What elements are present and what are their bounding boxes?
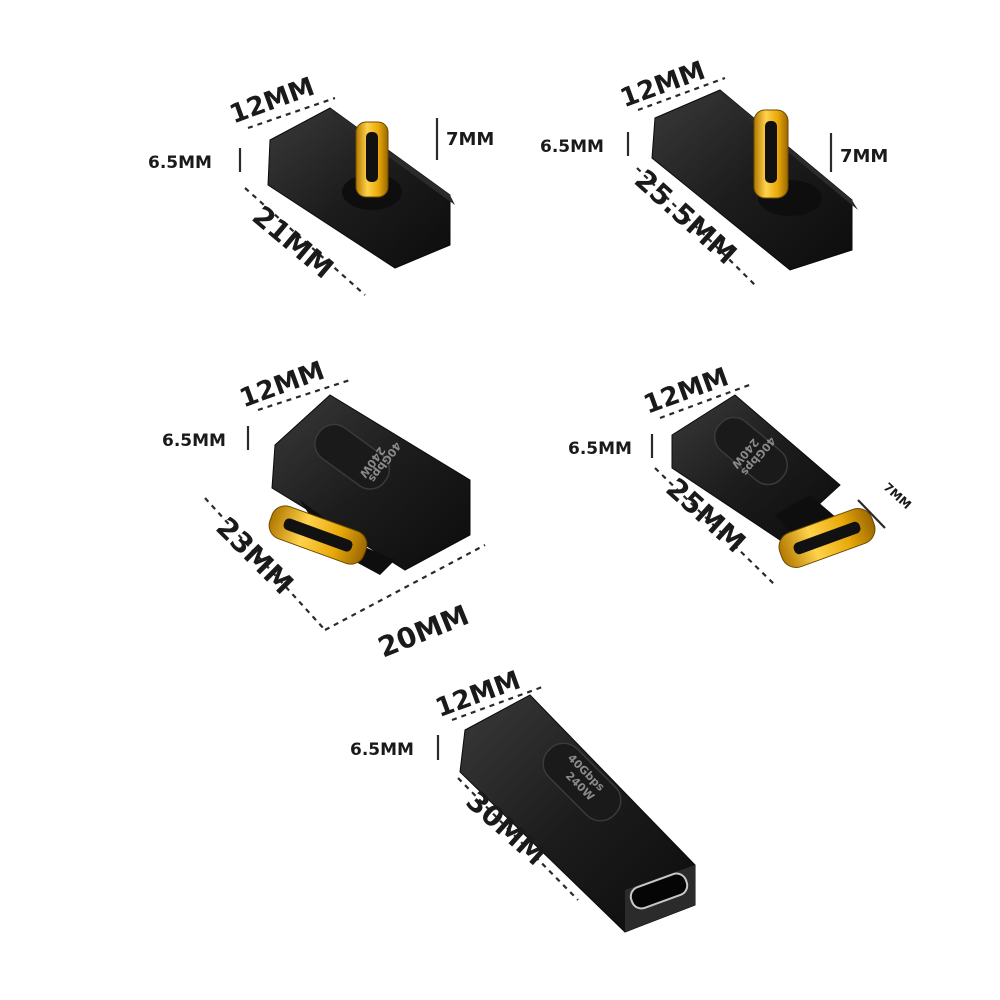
a3-height: 6.5MM: [162, 431, 226, 451]
a2-height: 6.5MM: [540, 137, 604, 157]
adapter-1: [267, 107, 455, 269]
adapter-3: 40Gbps 240W: [268, 394, 471, 575]
a2-plug: 7MM: [840, 146, 888, 167]
a4-height: 6.5MM: [568, 439, 632, 459]
adapter-5: 40Gbps 240W: [459, 694, 696, 933]
a1-height: 6.5MM: [148, 153, 212, 173]
adapter-2: [651, 89, 858, 271]
a3-width: 12MM: [236, 356, 329, 414]
a4-plug: 7MM: [881, 480, 914, 512]
a5-height: 6.5MM: [350, 740, 414, 760]
a1-plug: 7MM: [446, 129, 494, 150]
a3-extra: 20MM: [373, 598, 473, 664]
adapter-4: 40Gbps 240W: [671, 394, 876, 568]
